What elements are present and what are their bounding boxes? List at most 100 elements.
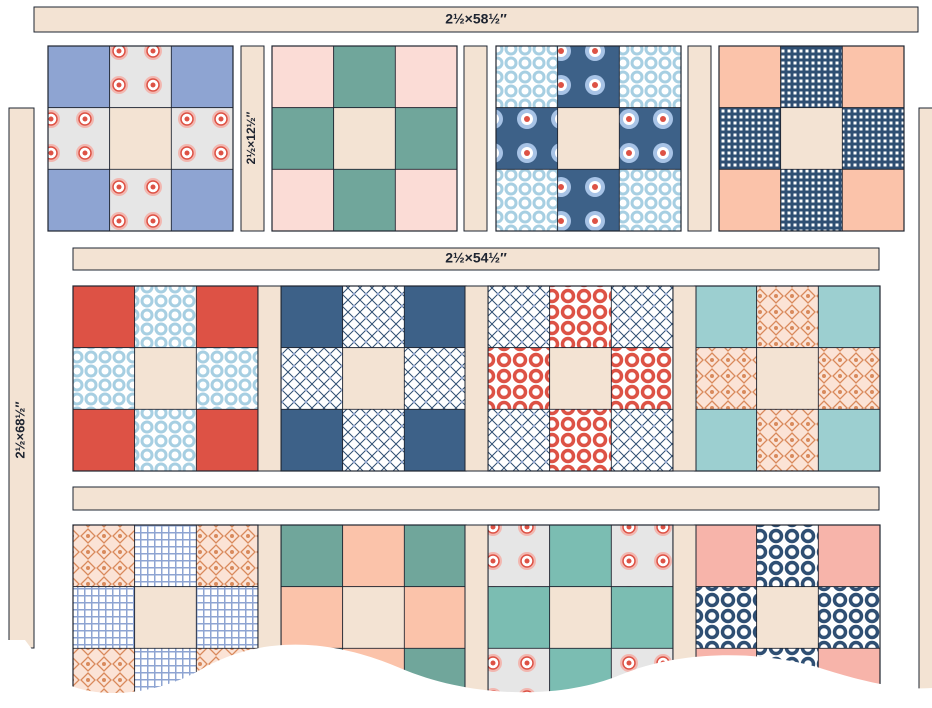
- top-sashing-label: 2½×58½″: [445, 11, 507, 27]
- lower-sashing: [73, 487, 879, 510]
- arm-square: [343, 286, 405, 348]
- corner-square: [395, 169, 457, 231]
- arm-square: [171, 108, 233, 170]
- short-sashing-2: [464, 46, 487, 231]
- arm-square: [818, 587, 880, 649]
- arm-square: [196, 587, 258, 649]
- arm-square: [73, 587, 135, 649]
- side-border-left: [9, 108, 34, 648]
- center-square: [334, 108, 396, 170]
- arm-square: [73, 348, 135, 410]
- arm-square: [404, 348, 466, 410]
- arm-square: [488, 348, 550, 410]
- arm-square: [135, 286, 197, 348]
- corner-square: [48, 46, 110, 108]
- center-square: [558, 108, 620, 170]
- block-row1-2: [272, 46, 457, 231]
- corner-square: [281, 409, 343, 471]
- corner-square: [281, 525, 343, 587]
- arm-square: [272, 108, 334, 170]
- corner-square: [73, 286, 135, 348]
- corner-square: [719, 169, 781, 231]
- corner-square: [488, 286, 550, 348]
- arm-square: [135, 409, 197, 471]
- corner-square: [818, 286, 880, 348]
- corner-square: [404, 525, 466, 587]
- arm-square: [558, 169, 620, 231]
- corner-square: [281, 286, 343, 348]
- corner-square: [73, 409, 135, 471]
- block-row1-1: [48, 46, 233, 231]
- arm-square: [550, 409, 612, 471]
- corner-square: [404, 286, 466, 348]
- corner-square: [695, 286, 757, 348]
- corner-square: [171, 169, 233, 231]
- arm-square: [619, 108, 681, 170]
- arm-square: [550, 286, 612, 348]
- center-square: [343, 587, 405, 649]
- block-row2-3: [488, 286, 673, 471]
- side-border-right: [919, 108, 932, 708]
- center-square: [781, 108, 843, 170]
- center-square: [110, 108, 172, 170]
- corner-square: [842, 46, 904, 108]
- corner-square: [196, 525, 258, 587]
- side-border-label: 2½×68½″: [12, 401, 27, 458]
- short-sashing-row3-2: [465, 525, 488, 708]
- arm-square: [110, 169, 172, 231]
- corner-square: [196, 409, 258, 471]
- arm-square: [496, 108, 558, 170]
- arm-square: [281, 587, 343, 649]
- corner-square: [48, 169, 110, 231]
- corner-square: [73, 525, 135, 587]
- arm-square: [488, 587, 550, 649]
- corner-square: [404, 409, 466, 471]
- arm-square: [842, 108, 904, 170]
- arm-square: [334, 169, 396, 231]
- arm-square: [781, 169, 843, 231]
- block-row1-4: [719, 46, 904, 231]
- center-square: [343, 348, 405, 410]
- corner-square: [171, 46, 233, 108]
- arm-square: [395, 108, 457, 170]
- short-sashing-3: [688, 46, 711, 231]
- short-sashing-row2-1: [258, 286, 281, 471]
- corner-square: [395, 46, 457, 108]
- center-square: [135, 348, 197, 410]
- arm-square: [135, 525, 197, 587]
- arm-square: [757, 525, 819, 587]
- corner-square: [611, 286, 673, 348]
- short-sashing-row2-2: [465, 286, 488, 471]
- arm-square: [334, 46, 396, 108]
- arm-square: [48, 108, 110, 170]
- arm-square: [818, 348, 880, 410]
- corner-square: [496, 46, 558, 108]
- corner-square: [619, 46, 681, 108]
- center-square: [757, 348, 819, 410]
- arm-square: [281, 348, 343, 410]
- corner-square: [842, 169, 904, 231]
- corner-square: [695, 409, 757, 471]
- arm-square: [719, 108, 781, 170]
- middle-sashing-label: 2½×54½″: [445, 250, 507, 266]
- corner-square: [488, 525, 550, 587]
- corner-square: [619, 169, 681, 231]
- center-square: [757, 587, 819, 649]
- arm-square: [757, 409, 819, 471]
- block-row2-4: [695, 286, 880, 471]
- corner-square: [818, 409, 880, 471]
- arm-square: [695, 348, 757, 410]
- center-square: [550, 587, 612, 649]
- arm-square: [757, 286, 819, 348]
- short-sashing-label: 2½×12½″: [244, 111, 258, 164]
- block-row1-3: [496, 46, 681, 231]
- corner-square: [695, 525, 757, 587]
- corner-square: [818, 525, 880, 587]
- arm-square: [611, 587, 673, 649]
- arm-square: [550, 525, 612, 587]
- corner-square: [272, 46, 334, 108]
- arm-square: [110, 46, 172, 108]
- corner-square: [719, 46, 781, 108]
- center-square: [550, 348, 612, 410]
